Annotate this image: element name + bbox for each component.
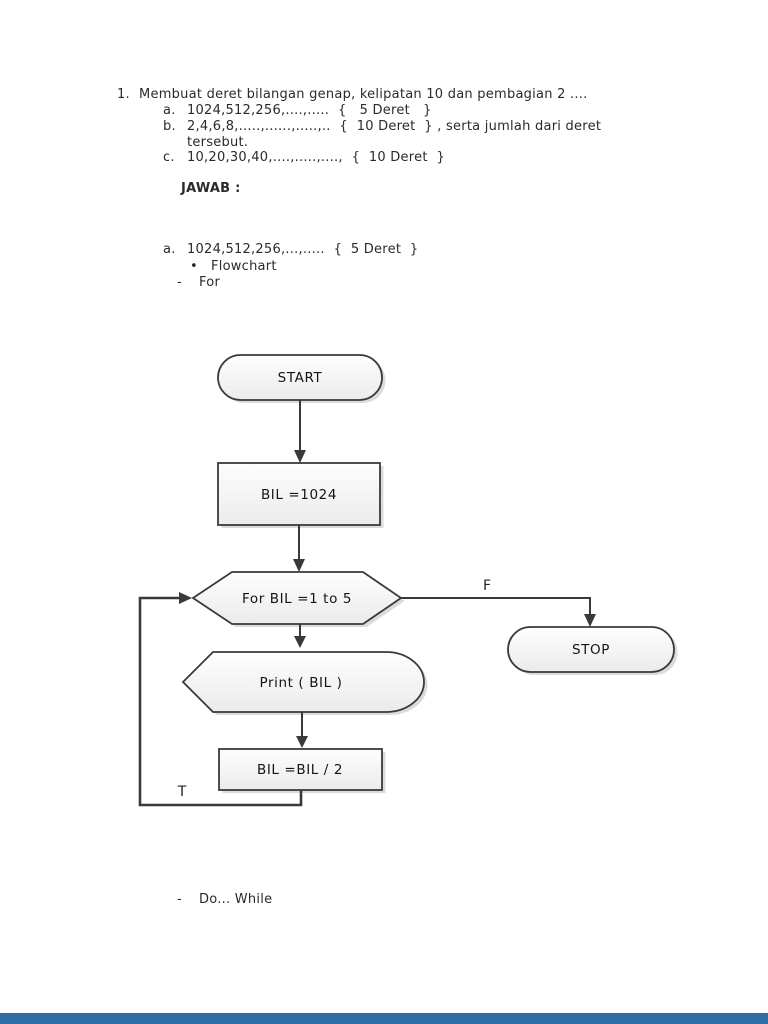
node-stop: STOP [507, 626, 675, 673]
question-number: 1. [117, 87, 130, 102]
false-branch-label: F [483, 578, 491, 594]
option-label: c. [163, 150, 175, 165]
start-shape [217, 354, 383, 401]
arrowhead-icon [584, 614, 596, 627]
node-start: START [217, 354, 383, 401]
node-update: BIL =BIL / 2 [218, 748, 383, 791]
node-init: BIL =1024 [217, 462, 381, 526]
stop-shape [507, 626, 675, 673]
dash-marker: - [177, 892, 182, 907]
update-shape [218, 748, 383, 791]
question-option-b: b. 2,4,6,8,.....,......,.....,.. { 10 Der… [163, 119, 601, 134]
footer-bar [0, 1013, 768, 1024]
stop-label: STOP [572, 642, 610, 658]
update-label: BIL =BIL / 2 [257, 762, 343, 778]
bullet-icon: • [190, 259, 198, 274]
method-dowhile-text: Do... While [199, 892, 273, 907]
true-branch-label: T [177, 784, 187, 800]
arrowhead-icon [296, 736, 308, 748]
connector-false-branch [401, 597, 591, 622]
arrowhead-icon [293, 559, 305, 572]
question-line: 1. Membuat deret bilangan genap, kelipata… [117, 87, 588, 102]
option-label: b. [163, 119, 176, 134]
option-text: 1024,512,256,....,..... { 5 Deret } [187, 103, 432, 118]
option-label: a. [163, 103, 176, 118]
node-loop: For BIL =1 to 5 [191, 571, 403, 625]
print-shape [181, 651, 425, 713]
arrowhead-icon [294, 450, 306, 463]
arrowhead-icon [294, 636, 306, 648]
question-option-a: a. 1024,512,256,....,..... { 5 Deret } [163, 103, 432, 118]
method-for-text: For [199, 275, 221, 290]
answer-bullet-line: • Flowchart [190, 259, 277, 274]
answer-heading: JAWAB : [181, 181, 241, 196]
loop-label: For BIL =1 to 5 [242, 591, 352, 607]
init-label: BIL =1024 [261, 487, 337, 503]
option-text: 2,4,6,8,.....,......,.....,.. { 10 Deret… [187, 119, 602, 134]
answer-item-label: a. [163, 242, 176, 257]
start-label: START [278, 370, 323, 386]
connector-loop-back [138, 596, 303, 807]
question-option-c: c. 10,20,30,40,....,.....,...., { 10 Dere… [163, 150, 445, 165]
method-for-line: - For [177, 275, 220, 290]
option-text: 10,20,30,40,....,.....,...., { 10 Deret … [187, 150, 445, 165]
question-text: Membuat deret bilangan genap, kelipatan … [139, 87, 588, 102]
arrowheads [179, 450, 596, 748]
bullet-text: Flowchart [211, 259, 277, 274]
print-label: Print ( BIL ) [259, 675, 342, 691]
question-option-b-cont: tersebut. [163, 135, 248, 150]
init-shape [217, 462, 381, 526]
option-text: tersebut. [187, 135, 249, 150]
arrowhead-icon [179, 592, 192, 604]
loop-shape [191, 571, 403, 625]
node-print: Print ( BIL ) [181, 651, 425, 713]
answer-item-text: 1024,512,256,...,..... { 5 Deret } [187, 242, 419, 257]
method-dowhile-line: - Do... While [177, 892, 272, 907]
dash-marker: - [177, 275, 182, 290]
answer-item: a. 1024,512,256,...,..... { 5 Deret } [163, 242, 418, 257]
